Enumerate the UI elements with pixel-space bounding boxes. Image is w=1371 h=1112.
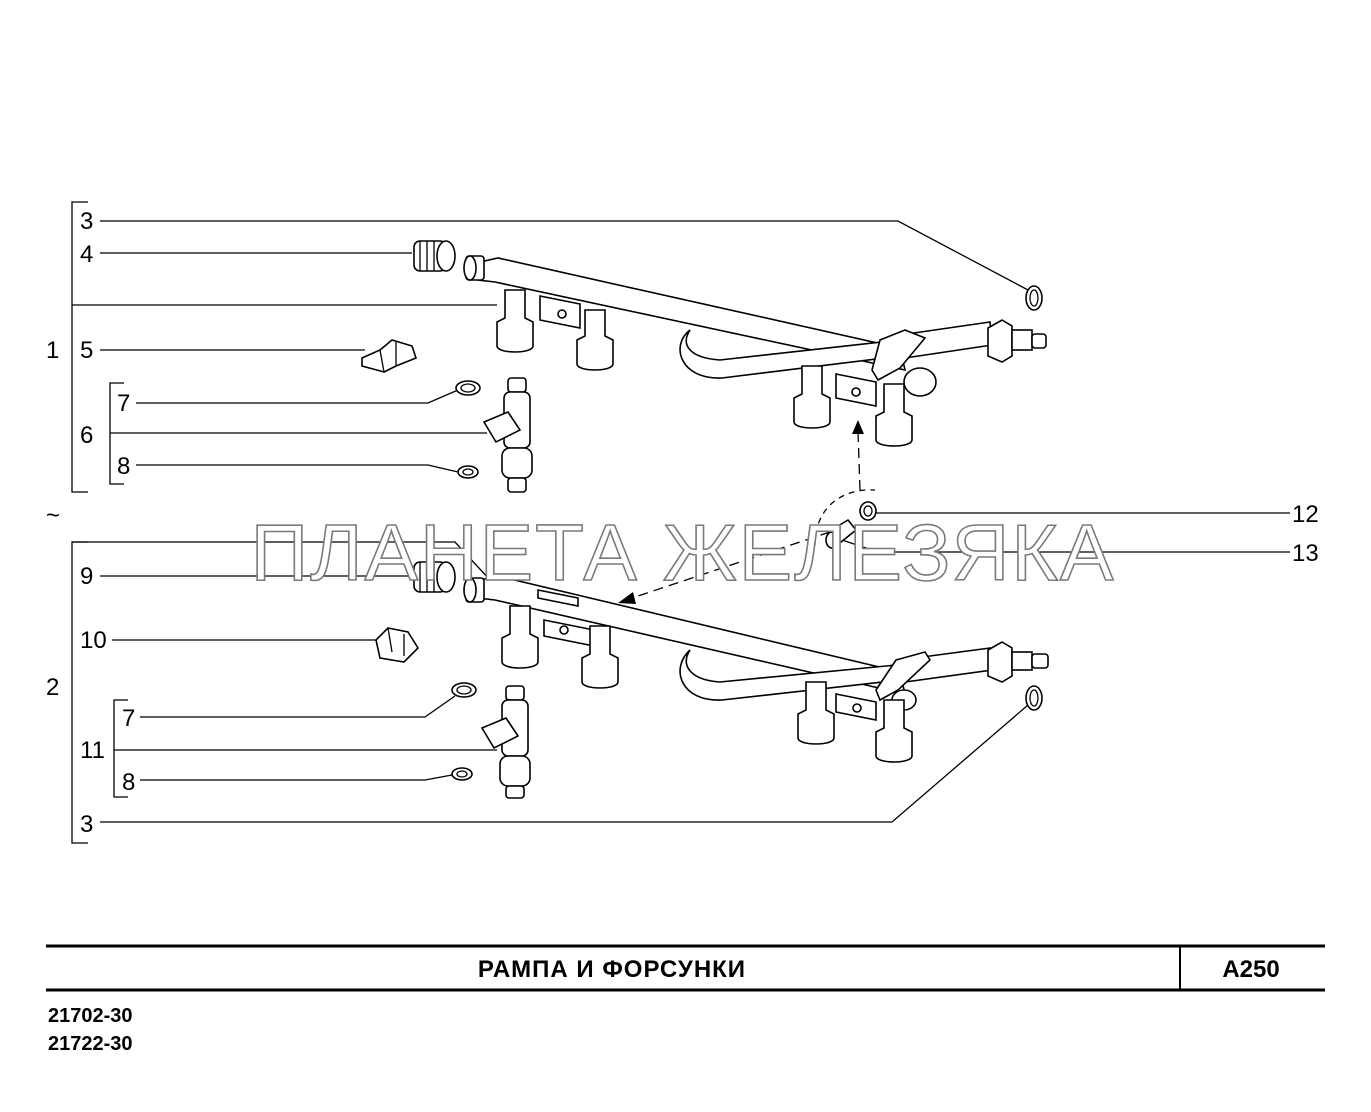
title-block: РАМПА И ФОРСУНКИ A250 bbox=[46, 944, 1325, 992]
clip-part-10 bbox=[375, 627, 420, 663]
fuel-rail-top bbox=[463, 255, 1047, 447]
arrow-left-icon bbox=[618, 592, 636, 604]
injector-bottom bbox=[480, 685, 531, 799]
callout-2: 2 bbox=[46, 674, 59, 701]
callout-8-top: 8 bbox=[117, 453, 130, 480]
clip-part-5 bbox=[361, 339, 417, 373]
dashed-arrows bbox=[618, 420, 876, 604]
callout-4: 4 bbox=[80, 241, 93, 268]
leader-lines bbox=[72, 220, 1290, 823]
fuel-rail-bottom bbox=[463, 575, 1049, 763]
callout-5: 5 bbox=[80, 337, 93, 364]
page-title: РАМПА И ФОРСУНКИ bbox=[478, 956, 746, 983]
callout-8-bottom: 8 bbox=[122, 769, 135, 796]
callout-7-bottom: 7 bbox=[122, 705, 135, 732]
callout-7-top: 7 bbox=[117, 390, 130, 417]
page-code: A250 bbox=[1222, 956, 1279, 983]
callout-numbers: 3 4 1 5 7 6 8 ~ 9 10 2 7 11 8 3 12 13 bbox=[46, 208, 1319, 838]
seal-ring-parts bbox=[451, 285, 1043, 781]
injector-top bbox=[482, 377, 533, 493]
callout-3-bottom: 3 bbox=[80, 811, 93, 838]
watermark: ПЛАНЕТА ЖЕЛЕЗЯКА bbox=[251, 508, 1116, 597]
tilde-mark: ~ bbox=[46, 502, 60, 529]
screw-part-13 bbox=[825, 518, 858, 549]
callout-9: 9 bbox=[80, 563, 93, 590]
callout-13: 13 bbox=[1292, 540, 1319, 567]
callout-11: 11 bbox=[80, 737, 105, 764]
cap-part-9 bbox=[413, 561, 456, 593]
callout-10: 10 bbox=[80, 627, 107, 654]
callout-1: 1 bbox=[46, 337, 59, 364]
model-number: 21702-30 bbox=[48, 1005, 133, 1027]
callout-3-top: 3 bbox=[80, 208, 93, 235]
callout-12: 12 bbox=[1292, 501, 1319, 528]
callout-6: 6 bbox=[80, 422, 93, 449]
arrow-up-icon bbox=[852, 420, 864, 434]
model-number: 21722-30 bbox=[48, 1033, 133, 1055]
cap-part-4 bbox=[413, 240, 456, 272]
